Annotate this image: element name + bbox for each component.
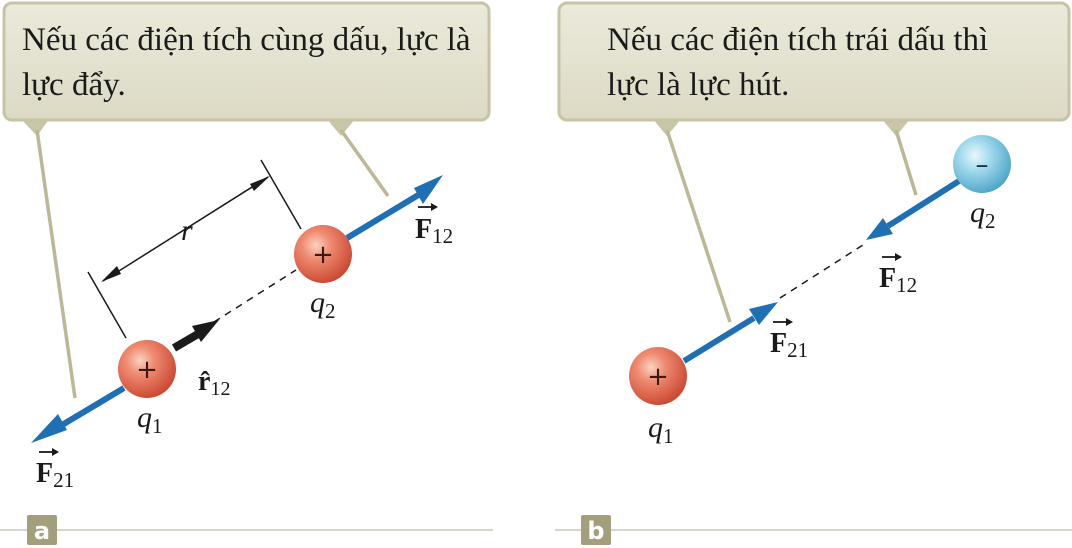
dimension-arrowhead-2 (250, 176, 270, 191)
dimension-tick-1 (87, 271, 127, 339)
svg-text:F21: F21 (36, 458, 74, 492)
line-of-action-a (213, 269, 297, 323)
panel-b-tag-label: b (587, 517, 604, 545)
callout-b-leader-left (665, 129, 732, 323)
force-arrowhead-f21-b (749, 302, 778, 325)
panel-a: r + + q1 q2 r̂12 (0, 1, 493, 545)
label-f21-a: F21 (36, 448, 74, 492)
charge-q1-b-sign: + (647, 362, 669, 392)
svg-text:F21: F21 (770, 328, 808, 362)
distance-label-r: r (181, 214, 193, 247)
label-f21-b: F21 (770, 318, 808, 362)
force-arrow-f12-b (886, 178, 961, 229)
svg-text:F12: F12 (879, 263, 917, 297)
callout-b-pointer-left (652, 118, 682, 136)
label-q1-a: q1 (137, 401, 163, 438)
label-q1-b: q1 (648, 411, 674, 448)
force-arrowhead-f21-a (31, 414, 67, 443)
force-arrow-f12-a (345, 191, 422, 241)
force-arrow-f21-a (50, 385, 126, 434)
charge-q1-a-sign: + (136, 355, 158, 385)
callout-a-pointer-right (326, 118, 356, 136)
callout-a-box (2, 1, 491, 122)
svg-text:F12: F12 (415, 214, 453, 248)
dimension-line-r (102, 176, 269, 282)
label-f12-a: F12 (415, 203, 453, 248)
charge-q2-b-sign: – (976, 150, 989, 180)
charge-q2-a-sign: + (312, 240, 334, 270)
label-q2-a: q2 (310, 286, 336, 323)
panel-a-tag (27, 515, 57, 545)
callout-a-pointer-left (20, 118, 50, 136)
label-f12-b: F12 (879, 253, 917, 297)
charge-q1-a: + (118, 340, 176, 398)
force-arrow-f21-b (682, 315, 756, 364)
panel-b: + – q1 q2 F12 F21 (555, 1, 1072, 545)
callout-b-leader-right (894, 129, 918, 196)
charge-q2-b: – (953, 135, 1011, 193)
panel-a-tag-label: a (34, 517, 50, 545)
callout-a-text: Nếu các điện tích cùng dấu, lực là lực đ… (22, 22, 471, 103)
dimension-tick-2 (260, 159, 302, 230)
callout-a-leader-right (339, 128, 390, 198)
charge-q1-b: + (629, 347, 687, 405)
label-q2-b: q2 (970, 196, 996, 233)
callout-a-leader-left (35, 129, 77, 399)
charge-q2-a: + (294, 225, 352, 283)
panel-b-tag (581, 515, 611, 545)
callout-b-box (557, 1, 1071, 122)
force-arrowhead-f12-a (414, 175, 443, 204)
dimension-arrowhead-1 (101, 266, 121, 282)
line-of-action-b (779, 242, 867, 299)
callout-b-pointer-right (881, 118, 911, 136)
label-unit-vector: r̂12 (198, 366, 230, 400)
unit-vector-arrowhead (192, 320, 219, 342)
unit-vector-arrow (171, 330, 201, 352)
callout-b-text: Nếu các điện tích trái dấu thì lực là lự… (607, 22, 989, 103)
force-arrowhead-f12-b (866, 218, 893, 240)
